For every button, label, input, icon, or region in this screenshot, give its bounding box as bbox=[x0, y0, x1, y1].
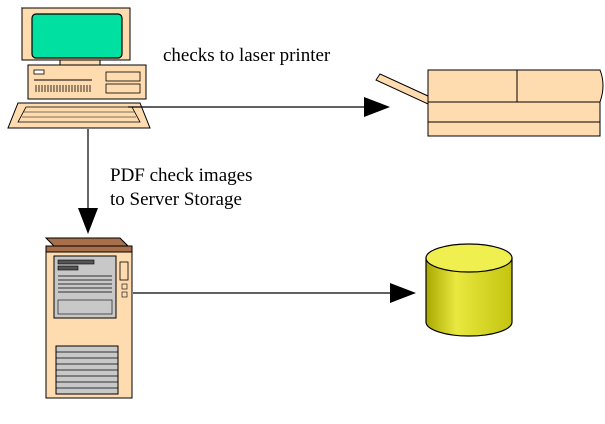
database-cylinder-icon bbox=[425, 243, 513, 337]
arrow-to-server bbox=[78, 129, 98, 234]
printer-arrow-label: checks to laser printer bbox=[163, 45, 331, 66]
storage-arrow-label-line1: PDF check images bbox=[110, 165, 253, 186]
tower-server-icon bbox=[44, 237, 133, 399]
storage-arrow-label-line2: to Server Storage bbox=[110, 189, 242, 210]
desktop-computer-icon bbox=[7, 7, 151, 129]
arrow-to-printer bbox=[128, 97, 390, 117]
laser-printer-icon bbox=[375, 69, 604, 137]
arrow-to-storage bbox=[133, 283, 416, 303]
